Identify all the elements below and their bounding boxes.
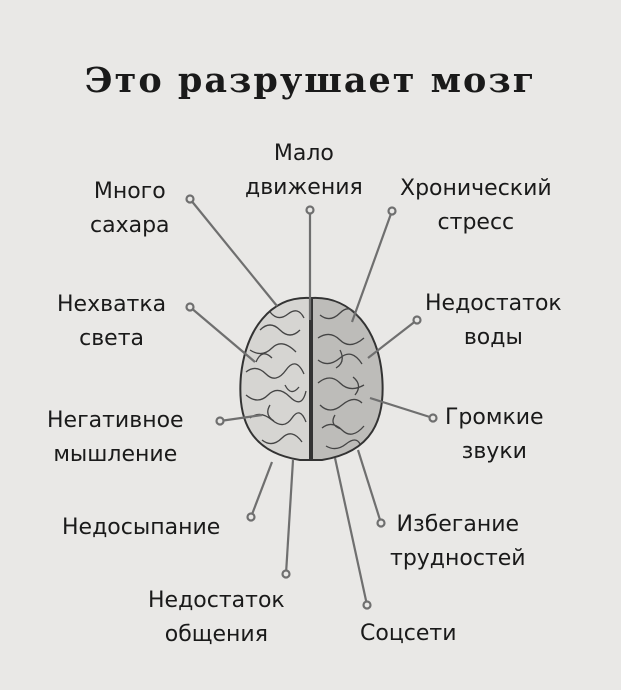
label-stress: Хронический стресс [400, 172, 552, 240]
label-line: звуки [461, 439, 527, 464]
label-negative: Негативное мышление [47, 404, 184, 472]
label-movement: Мало движения [245, 137, 363, 205]
label-line: Нехватка [57, 292, 167, 317]
label-noise: Громкие звуки [445, 401, 544, 469]
page-title: Это разрушает мозг [84, 60, 537, 101]
label-line: Мало [273, 141, 334, 166]
label-line: света [79, 326, 145, 351]
label-light: Нехватка света [57, 288, 166, 356]
brain-icon [239, 296, 384, 461]
label-line: стресс [437, 210, 515, 235]
label-social: Соцсети [360, 617, 457, 651]
label-line: Избегание [396, 512, 520, 537]
label-line: Недостаток [148, 588, 285, 613]
label-line: Недосыпание [62, 515, 221, 540]
label-sleep: Недосыпание [62, 511, 220, 545]
label-line: Много [93, 179, 166, 204]
label-line: воды [463, 325, 523, 350]
label-line: сахара [90, 213, 170, 238]
label-line: мышление [53, 442, 178, 467]
label-communication: Недостаток общения [148, 584, 285, 652]
connector-lines [185, 194, 438, 610]
label-line: Недостаток [425, 291, 562, 316]
label-difficulties: Избегание трудностей [390, 508, 526, 576]
label-sugar: Много сахара [90, 175, 170, 243]
label-line: Хронический [400, 176, 552, 201]
label-line: трудностей [390, 546, 526, 571]
label-line: общения [164, 622, 268, 647]
label-line: движения [245, 175, 363, 200]
label-line: Громкие [445, 405, 544, 430]
label-line: Соцсети [360, 621, 457, 646]
label-line: Негативное [47, 408, 184, 433]
label-water: Недостаток воды [425, 287, 562, 355]
